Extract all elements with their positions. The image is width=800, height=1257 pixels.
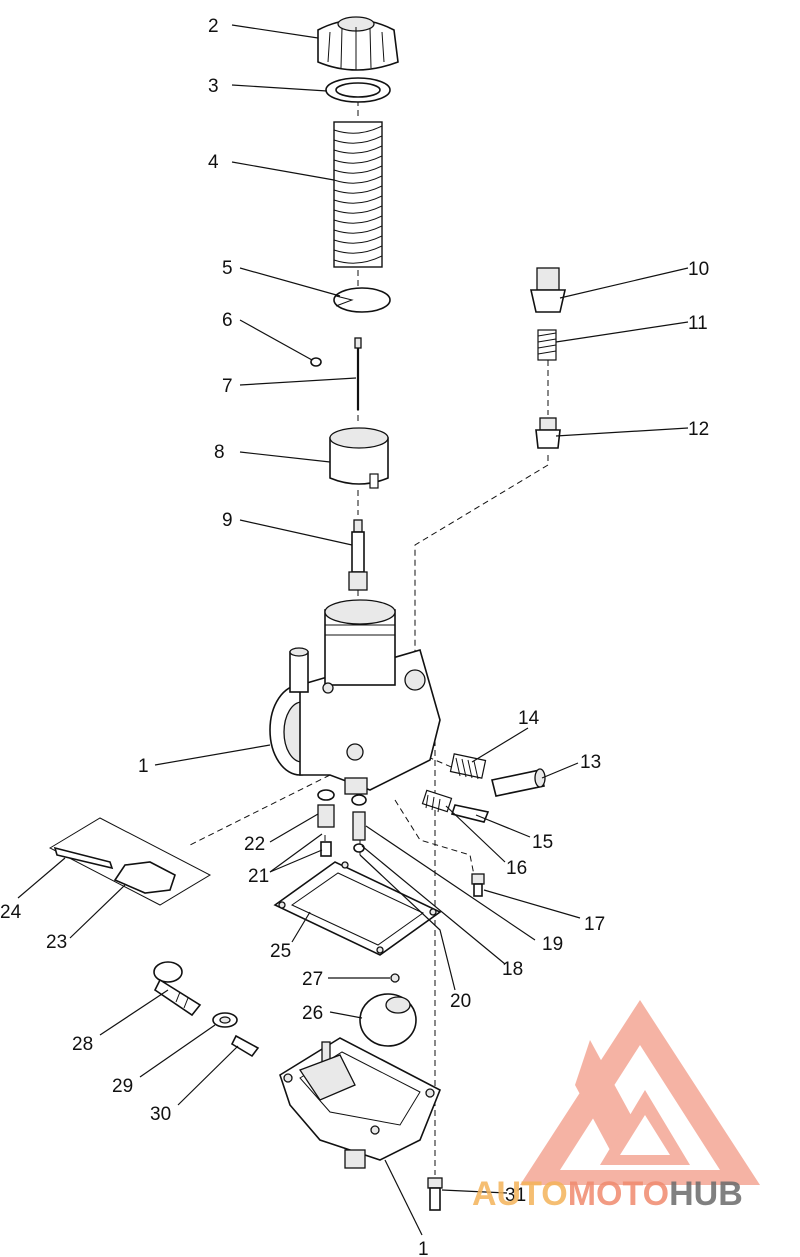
watermark-hub: HUB (669, 1175, 743, 1213)
callout-7: 7 (222, 376, 233, 397)
part-air-screw-spring (449, 753, 487, 780)
part-needle (354, 337, 362, 410)
watermark-moto: MOTO (568, 1175, 669, 1213)
part-pilot-jet (317, 789, 335, 857)
part-cap (317, 16, 399, 71)
callout-5: 5 (222, 258, 233, 279)
part-bowl-screw (427, 1177, 443, 1211)
callout-31: 31 (505, 1185, 526, 1206)
callout-23: 23 (46, 932, 67, 953)
callout-21: 21 (248, 866, 269, 887)
part-float-bowl (279, 1037, 442, 1169)
part-float-pin (390, 973, 400, 983)
callout-26: 26 (302, 1003, 323, 1024)
part-idle-spring (421, 789, 453, 813)
callout-16: 16 (506, 858, 527, 879)
callout-8: 8 (214, 442, 225, 463)
callout-4: 4 (208, 152, 219, 173)
part-retainer-plate (333, 287, 391, 313)
part-idle-screw (450, 804, 490, 823)
part-pilot-spring (537, 329, 557, 361)
watermark-logo (520, 1000, 760, 1185)
callout-labels: 2 3 4 5 6 7 8 9 10 11 12 1 14 13 15 16 2… (0, 16, 709, 1257)
part-needle-jet (348, 519, 368, 591)
callout-29: 29 (112, 1076, 133, 1097)
callout-14: 14 (518, 708, 540, 729)
callout-25: 25 (270, 941, 291, 962)
part-float-valve (230, 1034, 260, 1058)
callout-30: 30 (150, 1104, 171, 1125)
watermark-auto: AUTO (472, 1175, 568, 1213)
callout-1-bottom: 1 (418, 1239, 429, 1257)
callout-22: 22 (244, 834, 265, 855)
part-washer (325, 77, 391, 103)
part-plug-washer (212, 1012, 238, 1028)
svg-text:AUTOMOTOHUB: AUTOMOTOHUB (472, 1175, 743, 1213)
part-bracket (48, 817, 212, 906)
watermark-text: AUTOMOTOHUB (472, 1175, 743, 1213)
part-carburetor-body (269, 599, 441, 795)
callout-9: 9 (222, 510, 233, 531)
part-float (359, 993, 417, 1047)
part-float-gasket (273, 861, 442, 956)
callout-12: 12 (688, 419, 709, 440)
callout-18: 18 (502, 959, 523, 980)
callout-20: 20 (450, 991, 471, 1012)
part-spring (333, 121, 383, 268)
callout-15: 15 (532, 832, 553, 853)
callout-24: 24 (0, 902, 22, 923)
callout-17: 17 (584, 914, 605, 935)
callout-19: 19 (542, 934, 563, 955)
callout-13: 13 (580, 752, 601, 773)
part-drain-screw (471, 873, 485, 897)
callout-27: 27 (302, 969, 323, 990)
callout-28: 28 (72, 1034, 93, 1055)
part-fitting (529, 267, 567, 313)
part-main-jet (351, 794, 367, 853)
part-pilot-plunger (535, 417, 561, 449)
leader-lines (17, 24, 689, 1236)
callout-6: 6 (222, 310, 233, 331)
callout-1-top: 1 (138, 756, 149, 777)
part-clip (310, 357, 322, 367)
part-throttle-valve (329, 427, 389, 489)
part-air-screw (491, 768, 546, 797)
part-drain-plug (153, 961, 202, 1017)
callout-11: 11 (688, 313, 708, 334)
callout-10: 10 (688, 259, 709, 280)
callout-2: 2 (208, 16, 219, 37)
callout-3: 3 (208, 76, 219, 97)
